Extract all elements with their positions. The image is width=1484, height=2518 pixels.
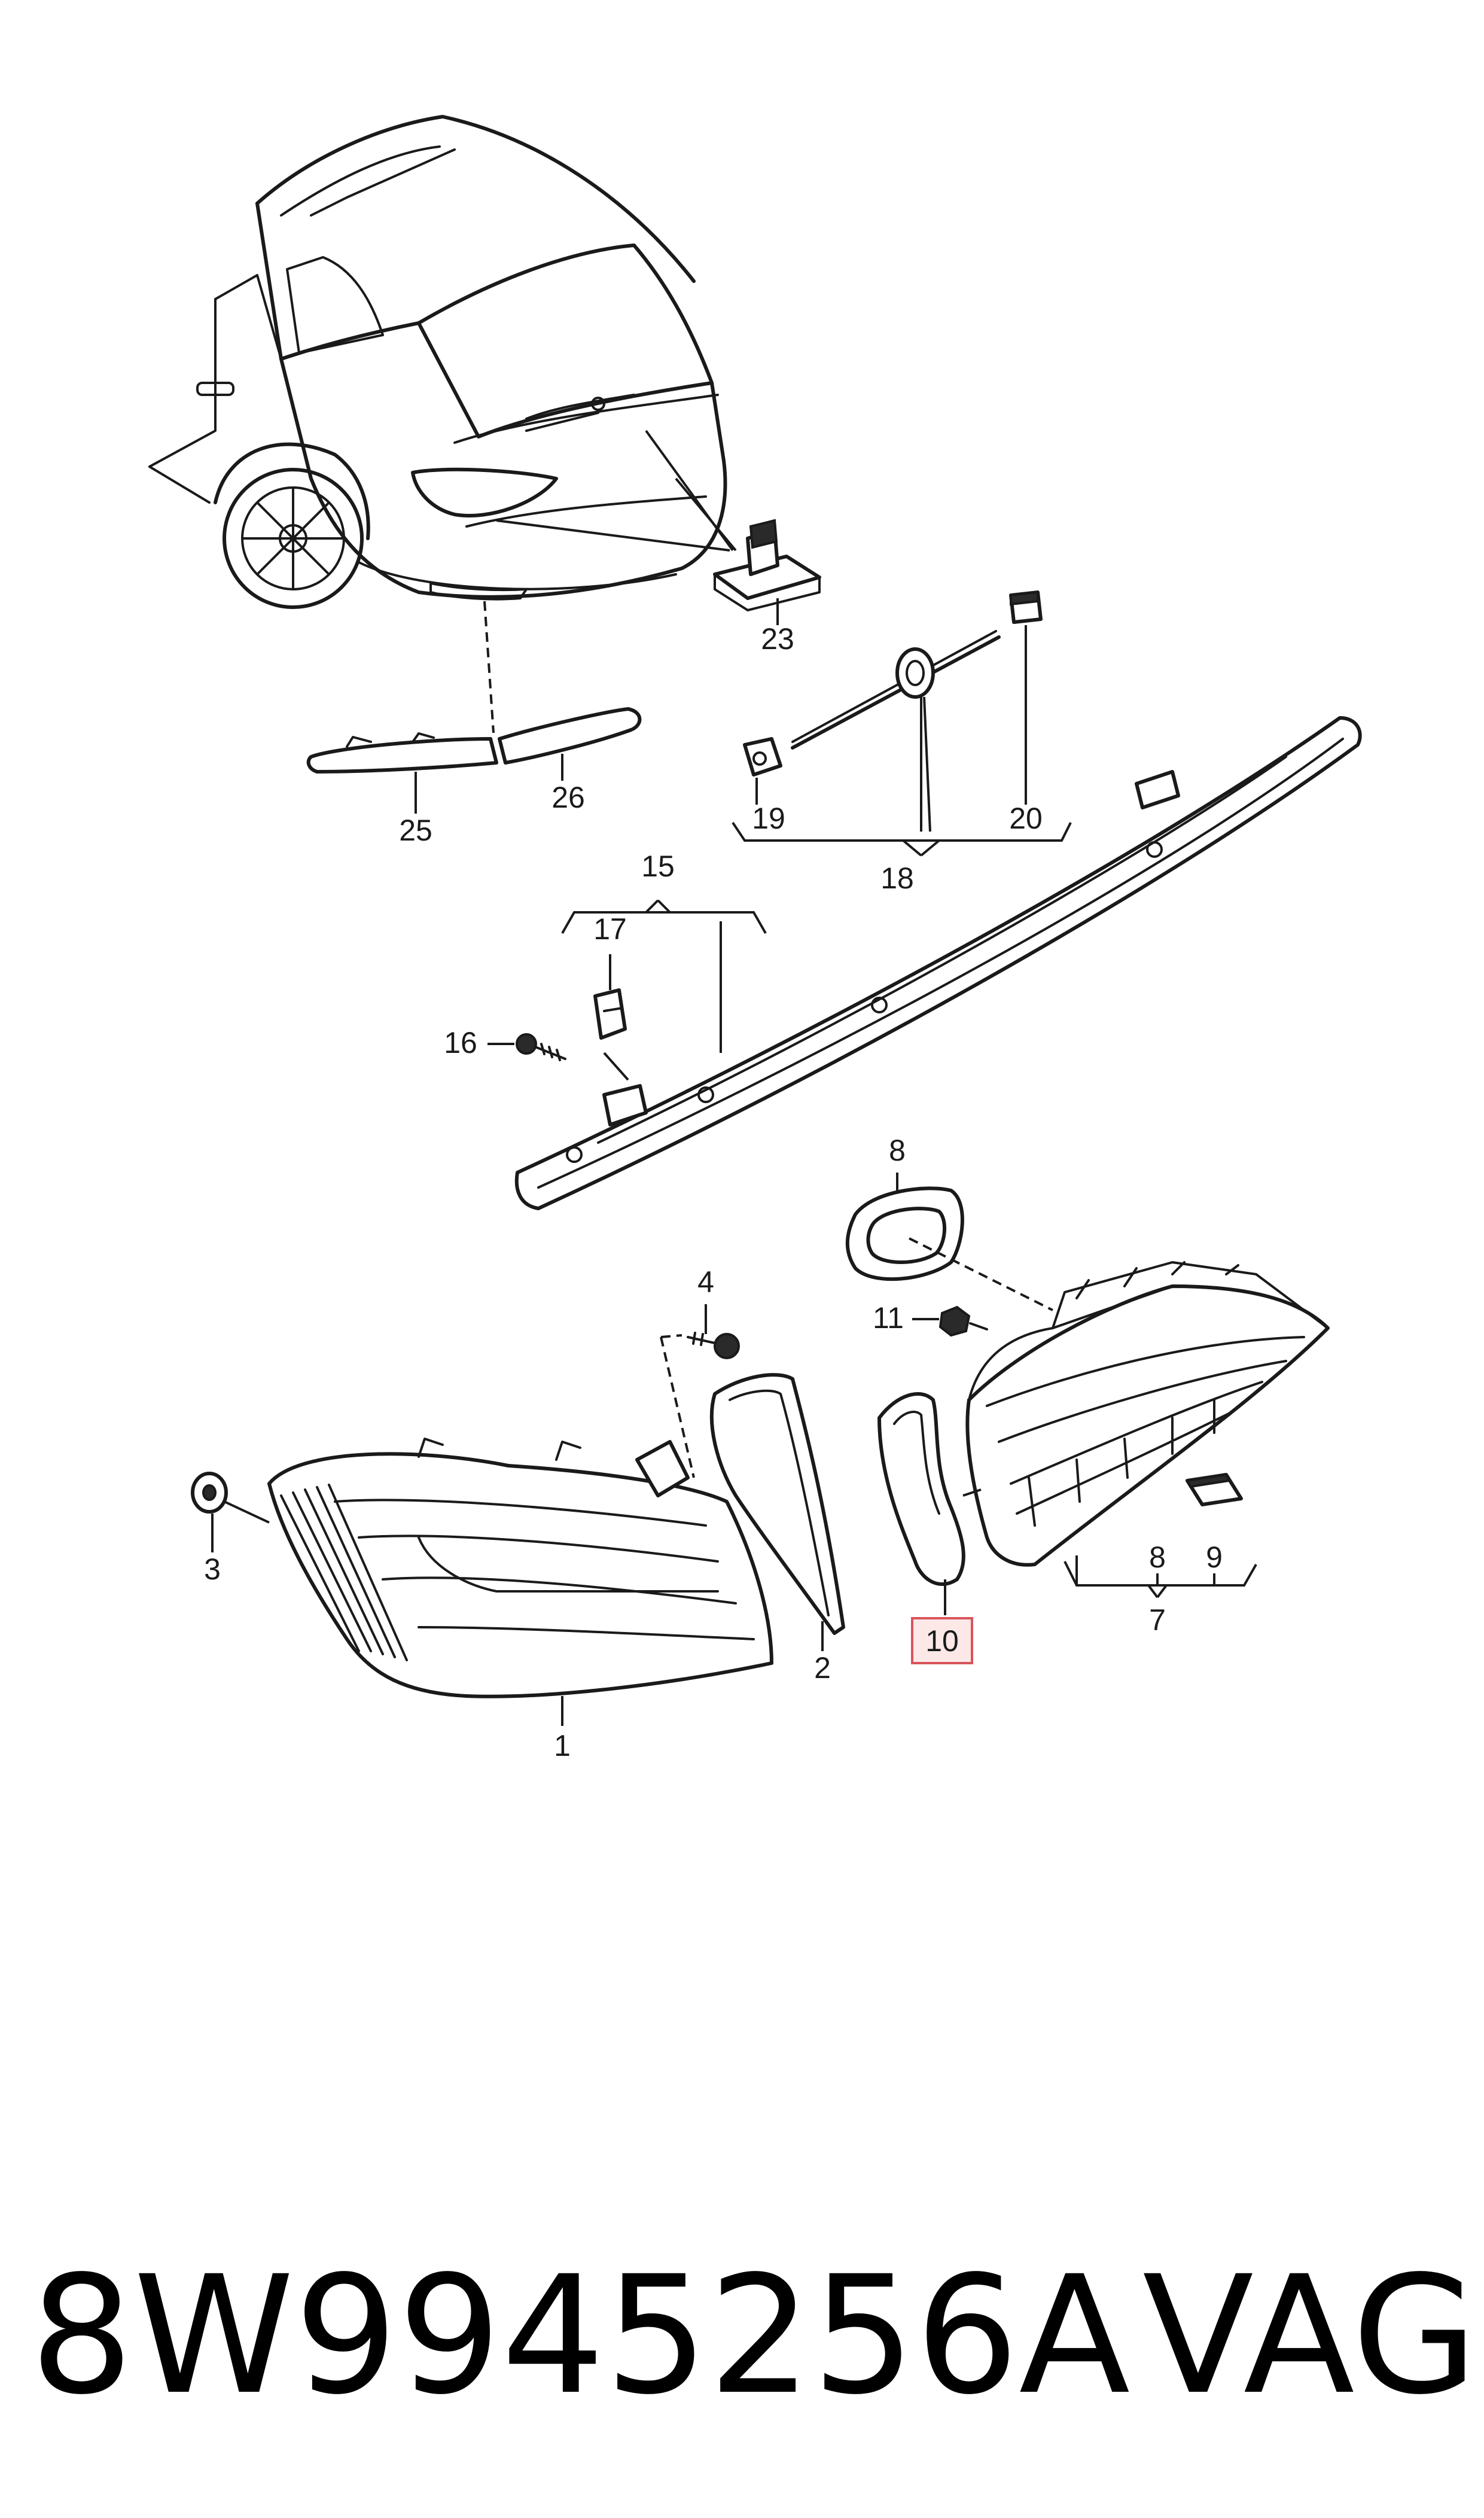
callout-4: 4 <box>697 1265 714 1299</box>
callout-1: 1 <box>554 1729 571 1762</box>
callout-26: 26 <box>551 781 585 814</box>
callout-10-highlight-box <box>911 1617 973 1664</box>
brand-name: VAG <box>1142 2242 1478 2431</box>
outer-tail-light-part <box>191 1438 773 1726</box>
part-caption: 8W9945256A VAG <box>30 2237 1478 2435</box>
callout-2: 2 <box>814 1651 831 1685</box>
callout-16: 16 <box>444 1026 477 1059</box>
callout-8-top: 8 <box>889 1134 906 1167</box>
rear-trim-strip-part <box>487 716 1362 1210</box>
callout-9: 9 <box>1206 1540 1223 1574</box>
callout-8-bottom: 8 <box>1149 1540 1166 1574</box>
callout-labels: 23 25 26 19 20 18 15 17 16 8 4 11 3 8 9 … <box>204 622 1223 1762</box>
callout-11: 11 <box>873 1301 904 1335</box>
license-plate-lamp-part <box>713 519 821 625</box>
bumper-reflector-parts <box>306 707 642 814</box>
callout-19: 19 <box>752 802 785 835</box>
inner-tail-light-part <box>912 1261 1330 1599</box>
callout-20: 20 <box>1009 802 1043 835</box>
tail-light-seal-part <box>709 1373 845 1651</box>
callout-3: 3 <box>204 1552 221 1586</box>
callout-7: 7 <box>1149 1603 1166 1637</box>
wiring-harness-parts <box>732 590 1072 857</box>
mounting-screw-part <box>660 1304 740 1478</box>
part-number: 8W9945256A <box>30 2242 1130 2431</box>
vehicle-outline <box>148 115 727 609</box>
callout-10: 10 <box>925 1624 959 1658</box>
callout-17: 17 <box>593 912 627 946</box>
callout-18: 18 <box>880 861 914 895</box>
callout-23: 23 <box>761 622 794 656</box>
callout-25: 25 <box>399 814 432 847</box>
tail-light-gasket-part <box>845 1173 1053 1311</box>
trim-panel-part-10 <box>877 1392 982 1615</box>
callout-15: 15 <box>641 850 675 883</box>
